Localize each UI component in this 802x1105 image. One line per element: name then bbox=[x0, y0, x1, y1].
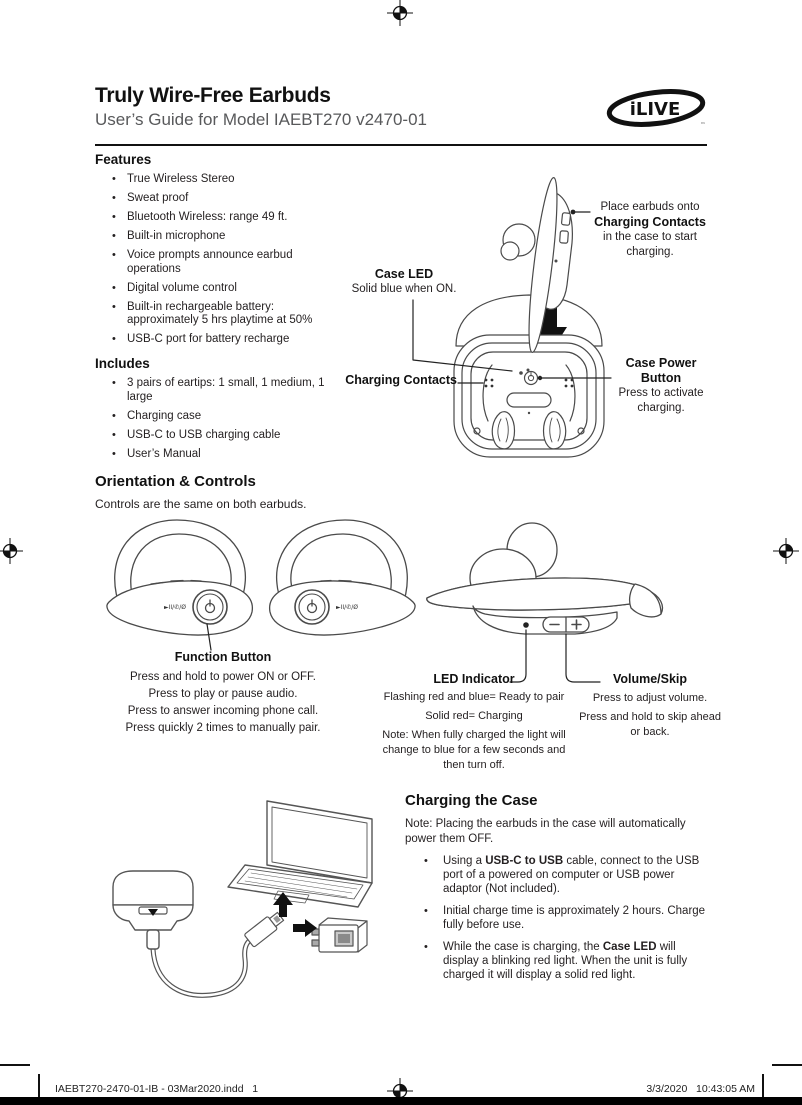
list-item: Built-in microphone bbox=[95, 230, 332, 244]
list-item: Voice prompts announce earbud operations bbox=[95, 249, 332, 276]
volume-skip-callout: Volume/Skip Press to adjust volume. Pres… bbox=[576, 672, 724, 740]
list-item: Bluetooth Wireless: range 49 ft. bbox=[95, 211, 332, 225]
usb-c-plug bbox=[146, 929, 160, 950]
callout-text: Solid blue when ON. bbox=[351, 283, 457, 295]
callout-label: Volume/Skip bbox=[612, 672, 688, 686]
laptop bbox=[227, 800, 373, 908]
list-item: User’s Manual bbox=[95, 448, 340, 462]
list-item: USB-C port for battery recharge bbox=[95, 333, 332, 347]
list-item: True Wireless Stereo bbox=[95, 173, 332, 187]
callout-label: LED Indicator bbox=[433, 672, 515, 686]
crop-mark bbox=[762, 1074, 764, 1105]
page-title: Truly Wire-Free Earbuds bbox=[95, 84, 331, 107]
callout-label: Function Button bbox=[174, 650, 272, 664]
arrow-right-icon bbox=[293, 919, 317, 937]
includes-section: Includes 3 pairs of eartips: 1 small, 1 … bbox=[95, 356, 340, 467]
case-led-dot bbox=[519, 371, 523, 375]
arrow-up-icon bbox=[273, 892, 293, 917]
callout-text: Flashing red and blue= Ready to pair bbox=[383, 691, 565, 703]
list-item: Charging case bbox=[95, 410, 340, 424]
list-item: Using a USB-C to USB cable, connect to t… bbox=[405, 854, 707, 896]
footer-filename: IAEBT270-2470-01-IB - 03Mar2020.indd 1 bbox=[55, 1083, 259, 1095]
callout-text: Press to answer incoming phone call. bbox=[127, 705, 319, 717]
crop-mark bbox=[0, 1064, 30, 1066]
callout-text: Place earbuds onto bbox=[600, 201, 700, 213]
callout-lines bbox=[412, 209, 612, 384]
case-power-callout: Case Power Button Press to activate char… bbox=[612, 356, 710, 416]
earbuds-illustration: ►II/✆/Ø ►II/✆/Ø bbox=[106, 519, 664, 683]
charging-case-heading: Charging the Case bbox=[405, 792, 538, 809]
page-subtitle: User’s Guide for Model IAEBT270 v2470-01 bbox=[95, 110, 427, 129]
header-divider bbox=[95, 144, 707, 146]
features-list: True Wireless Stereo Sweat proof Bluetoo… bbox=[95, 173, 332, 347]
case-led-callout: Case LED Solid blue when ON. bbox=[348, 267, 460, 297]
callout-text: Press to play or pause audio. bbox=[148, 688, 298, 700]
earbud-marking-right: ►II/✆/Ø bbox=[336, 604, 358, 611]
function-button-callout: Function Button Press and hold to power … bbox=[98, 650, 348, 737]
callout-label: Charging Contacts bbox=[345, 373, 457, 387]
led-indicator-dot bbox=[523, 622, 529, 628]
callout-text: Note: When fully charged the light will … bbox=[382, 729, 566, 771]
power-adapter bbox=[311, 917, 368, 953]
charging-case-section: Charging the Case Note: Placing the earb… bbox=[405, 792, 707, 990]
charging-case-note: Note: Placing the earbuds in the case wi… bbox=[405, 818, 686, 845]
earbud-marking-left: ►II/✆/Ø bbox=[164, 604, 186, 611]
case-power-button bbox=[523, 370, 539, 386]
bottom-print-bar bbox=[0, 1097, 802, 1105]
callout-label: Case Power Button bbox=[625, 356, 697, 385]
volume-rocker bbox=[542, 616, 590, 633]
logo-text: iLIVE bbox=[630, 99, 681, 120]
left-earbud bbox=[106, 519, 254, 636]
callout-text: Press quickly 2 times to manually pair. bbox=[125, 722, 321, 734]
registration-mark-left bbox=[0, 538, 23, 564]
callout-text: Press and hold to power ON or OFF. bbox=[130, 671, 316, 683]
callout-bold: Charging Contacts bbox=[594, 215, 706, 229]
list-item: Initial charge time is approximately 2 h… bbox=[405, 904, 707, 932]
callout-lines bbox=[206, 623, 601, 683]
right-earbud bbox=[268, 519, 416, 636]
list-item: 3 pairs of eartips: 1 small, 1 medium, 1… bbox=[95, 377, 340, 404]
callout-text: Press and hold to skip ahead or back. bbox=[579, 711, 721, 738]
callout-text: Solid red= Charging bbox=[425, 710, 523, 722]
callout-label: Case LED bbox=[374, 267, 434, 281]
earbud-side-illustration bbox=[500, 177, 573, 353]
orientation-heading: Orientation & Controls bbox=[95, 473, 256, 490]
led-indicator-callout: LED Indicator Flashing red and blue= Rea… bbox=[376, 672, 572, 773]
crop-mark bbox=[772, 1064, 802, 1066]
orientation-subtext: Controls are the same on both earbuds. bbox=[95, 497, 307, 511]
registration-mark-top bbox=[387, 0, 413, 26]
callout-text: in the case to start charging. bbox=[603, 231, 697, 258]
includes-list: 3 pairs of eartips: 1 small, 1 medium, 1… bbox=[95, 377, 340, 461]
charging-case-list: Using a USB-C to USB cable, connect to t… bbox=[405, 854, 707, 982]
ilive-logo: iLIVE ™ bbox=[606, 89, 706, 128]
footer-timestamp: 3/3/2020 10:43:05 AM bbox=[646, 1083, 755, 1095]
earbud-profile-illustration bbox=[426, 522, 664, 635]
place-earbuds-callout: Place earbuds onto Charging Contacts in … bbox=[588, 200, 712, 260]
callout-text: Press to adjust volume. bbox=[592, 692, 708, 704]
list-item: Digital volume control bbox=[95, 282, 332, 296]
features-heading: Features bbox=[95, 152, 152, 167]
features-section: Features True Wireless Stereo Sweat proo… bbox=[95, 152, 332, 352]
list-item: USB-C to USB charging cable bbox=[95, 429, 340, 443]
list-item: Sweat proof bbox=[95, 192, 332, 206]
list-item: Built-in rechargeable battery: approxima… bbox=[95, 301, 332, 328]
crop-mark bbox=[38, 1074, 40, 1105]
charging-case bbox=[112, 870, 194, 950]
includes-heading: Includes bbox=[95, 356, 150, 371]
list-item: While the case is charging, the Case LED… bbox=[405, 940, 707, 982]
charging-illustration bbox=[112, 800, 373, 998]
charging-contacts-callout: Charging Contacts bbox=[337, 373, 457, 389]
callout-text: Press to activate charging. bbox=[618, 387, 704, 414]
logo-tm: ™ bbox=[701, 122, 706, 128]
registration-mark-right bbox=[773, 538, 799, 564]
charging-contacts-dots bbox=[484, 378, 574, 388]
case-diagram-illustration bbox=[412, 177, 612, 458]
